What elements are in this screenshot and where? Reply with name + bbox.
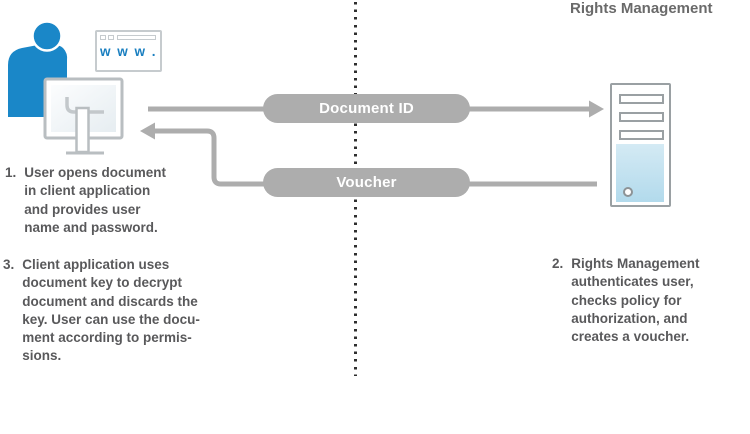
server-drive-slot [619,94,664,104]
step-3-text: Client application uses document key to … [22,257,200,364]
voucher-pill: Voucher [263,168,470,197]
browser-control-square-icon [108,35,114,40]
step-1-number: 1. [5,165,17,180]
browser-control-square-icon [100,35,106,40]
step-3-number: 3. [3,257,15,272]
server-power-button-icon [623,187,633,197]
server-drive-slot [619,112,664,122]
server-tower-icon [610,83,671,207]
monitor-stand [75,106,90,154]
step-2-item: 2. Rights Management authenticates user,… [552,255,742,346]
document-id-arrowhead-right-icon [589,100,604,118]
step-2-number: 2. [552,256,564,271]
user-at-computer-icon [8,20,124,155]
browser-address-bar [117,35,156,40]
voucher-arrow-line [155,128,597,187]
server-drive-slot [619,130,664,140]
step-1-item: 1. User opens document in client applica… [5,164,205,237]
voucher-arrowhead-left-icon [140,122,155,140]
document-id-pill-label: Document ID [319,100,414,117]
user-head-shape [31,20,63,52]
browser-www-label: w w w . [99,44,157,59]
user-arm-outline [65,97,104,114]
voucher-pill-label: Voucher [336,174,397,191]
rights-management-title: Rights Management [570,0,713,17]
step-2-text: Rights Management authenticates user, ch… [571,256,700,345]
browser-window-icon: w w w . [95,30,162,72]
server-front-panel [616,144,664,202]
document-id-pill: Document ID [263,94,470,123]
step-3-item: 3. Client application uses document key … [3,256,233,366]
step-1-text: User opens document in client applicatio… [24,165,167,235]
